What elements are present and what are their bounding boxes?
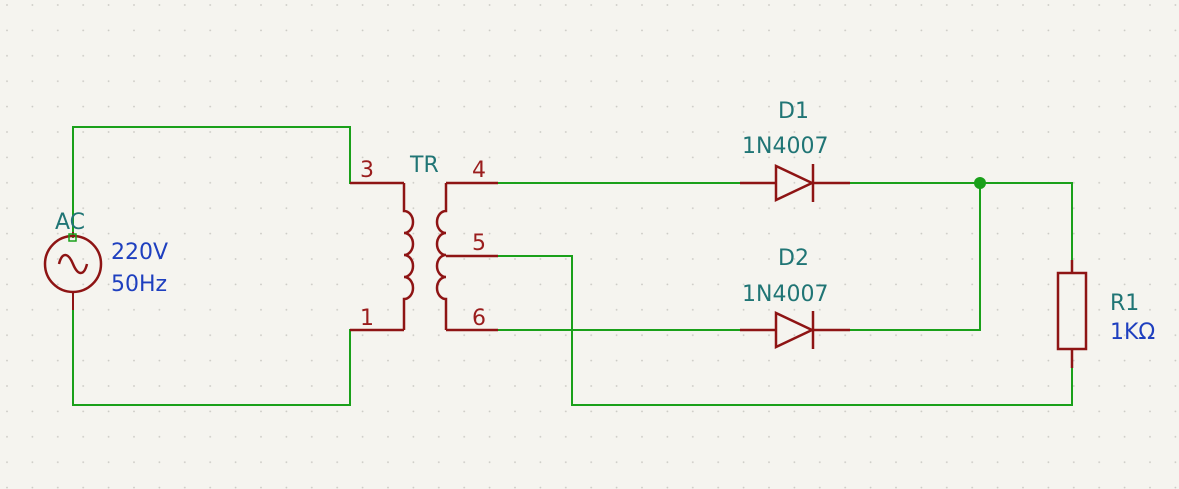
diode-d2[interactable]: D2 1N4007	[740, 246, 850, 349]
transformer-pin-6: 6	[472, 306, 486, 331]
ac-source-voltage: 220V	[111, 240, 168, 265]
transformer[interactable]: TR 3 1 4 5 6	[350, 153, 498, 332]
diode-d1-value: 1N4007	[742, 134, 828, 159]
transformer-pin-4: 4	[472, 158, 486, 183]
diode-d2-value: 1N4007	[742, 282, 828, 307]
ac-source-pin-marker	[68, 233, 77, 242]
resistor-r1-value: 1KΩ	[1110, 320, 1155, 345]
diode-d2-anode-triangle	[774, 311, 815, 349]
wire-d1-to-node[interactable]	[850, 182, 1073, 272]
transformer-reference: TR	[409, 153, 439, 178]
ac-source-frequency: 50Hz	[111, 272, 167, 297]
ac-source[interactable]: AC 220V 50Hz	[43, 210, 168, 310]
diode-d2-reference: D2	[778, 246, 809, 271]
transformer-primary-coil	[402, 183, 415, 330]
sine-wave-icon	[57, 253, 89, 275]
diode-d1-reference: D1	[778, 99, 809, 124]
wire-center-tap-return[interactable]	[446, 255, 1073, 406]
diode-d1-anode-triangle	[774, 164, 815, 202]
diode-d1[interactable]: D1 1N4007	[740, 99, 850, 202]
resistor-r1-reference: R1	[1110, 291, 1139, 316]
ac-source-reference: AC	[55, 210, 85, 235]
transformer-pin-3: 3	[360, 158, 374, 183]
wire-d2-to-node[interactable]	[850, 183, 981, 331]
transformer-pin-5: 5	[472, 231, 486, 256]
transformer-pin-1: 1	[360, 306, 374, 331]
resistor-r1[interactable]: R1 1KΩ	[1056, 260, 1155, 368]
junction-dot	[974, 177, 986, 189]
